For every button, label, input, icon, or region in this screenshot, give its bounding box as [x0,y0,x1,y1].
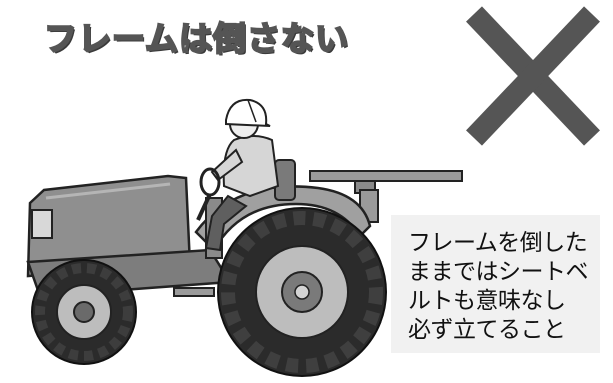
note-line: フレームを倒した [408,230,588,256]
note-line: ままではシートベ [408,259,589,285]
warning-title: フレームは倒さない [43,18,350,59]
front-tire [31,259,137,365]
instruction-note: フレームを倒した ままではシートベ ルトも意味なし 必ず立てること [391,215,600,353]
cross-mark-icon [466,6,600,146]
operator-figure [196,98,280,252]
note-line: 必ず立てること [408,317,566,343]
note-line: ルトも意味なし [408,288,566,314]
rear-tire [217,207,387,377]
